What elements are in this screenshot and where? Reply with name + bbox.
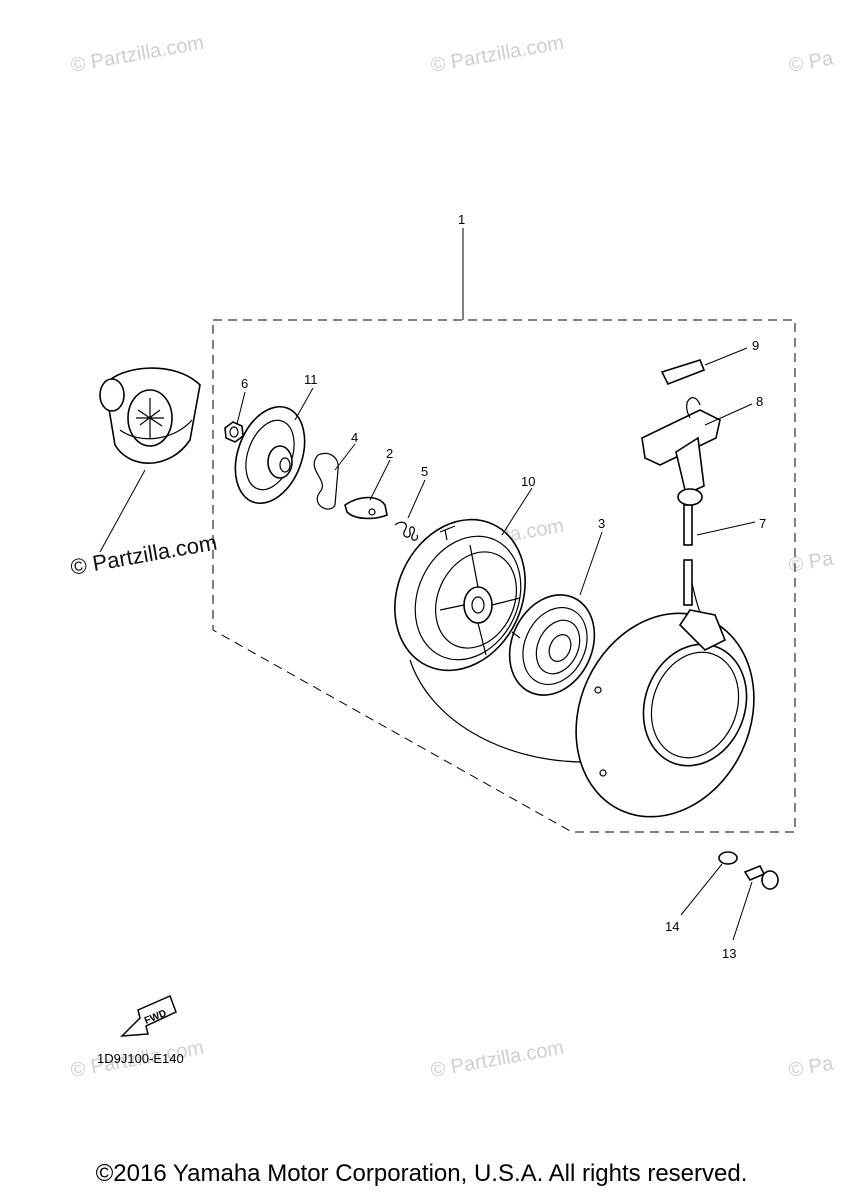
callout-label: 3 — [598, 516, 605, 531]
watermark: © Partzilla.com — [69, 32, 206, 77]
fwd-arrow-icon: FWD — [120, 994, 177, 1037]
spring-clip-part-4 — [313, 452, 339, 510]
handle-cap-part-9 — [660, 359, 706, 386]
pawl-part-2 — [344, 496, 388, 520]
drive-plate-part — [99, 367, 201, 464]
callout-label: 5 — [421, 464, 428, 479]
bolt-part-13 — [743, 864, 779, 890]
assembly-boundary — [212, 319, 796, 833]
watermark: © Partzilla.com — [429, 32, 566, 77]
spring-part-5 — [394, 521, 419, 541]
callout-label: 2 — [386, 446, 393, 461]
plate-part-11 — [234, 405, 306, 505]
leader-lines — [99, 228, 756, 941]
rope-part-7 — [683, 504, 693, 606]
diagram-code: 1D9J100-E140 — [97, 1051, 184, 1066]
callout-label: 11 — [304, 372, 318, 387]
callout-label: 6 — [241, 376, 248, 391]
watermark: © Pa — [787, 47, 836, 77]
callout-label: 8 — [756, 394, 763, 409]
callout-label: 13 — [722, 946, 736, 961]
spiral-spring-part-3 — [508, 594, 596, 696]
nut-part-6 — [224, 421, 244, 443]
callout-label: 9 — [752, 338, 759, 353]
callout-label: 4 — [351, 430, 358, 445]
callout-label: 14 — [665, 919, 679, 934]
sheave-drum-part-10 — [394, 518, 526, 672]
washer-part-14 — [718, 851, 738, 865]
watermark-bold: © Partzilla.com — [69, 530, 219, 580]
callout-label: 10 — [521, 474, 535, 489]
watermark: © Pa — [787, 1052, 836, 1082]
callout-label: 1 — [458, 212, 465, 227]
watermark: © Pa — [787, 547, 836, 577]
copyright-notice: ©2016 Yamaha Motor Corporation, U.S.A. A… — [95, 1160, 748, 1187]
callout-labels: 1 2 3 4 5 6 7 8 9 10 11 13 14 — [241, 212, 766, 961]
starter-case-part — [575, 609, 755, 818]
watermark: © Partzilla.com — [429, 1037, 566, 1082]
handle-part-8 — [641, 397, 721, 506]
callout-label: 7 — [759, 516, 766, 531]
